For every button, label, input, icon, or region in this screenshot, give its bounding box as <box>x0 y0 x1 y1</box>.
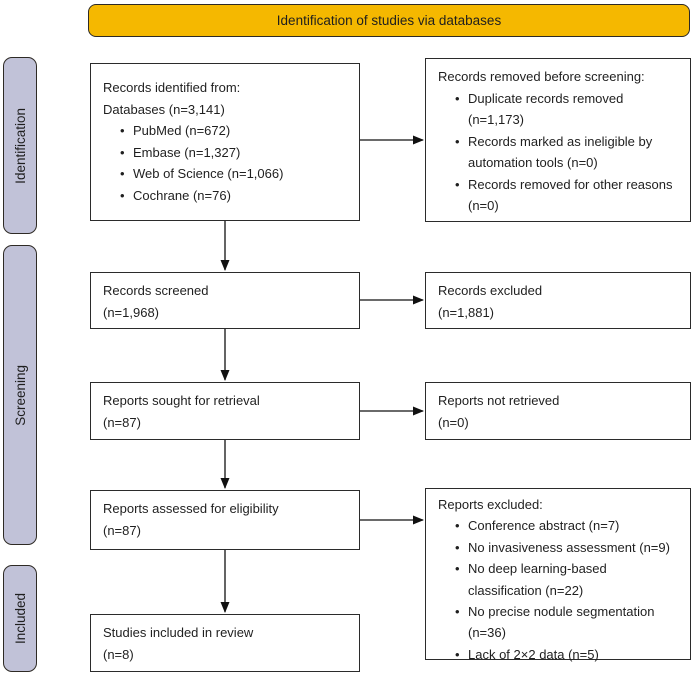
bullet-item: Duplicate records removed (n=1,173) <box>455 88 679 131</box>
box-text-line: Reports not retrieved <box>438 393 560 408</box>
box-reports-excluded: Reports excluded: Conference abstract (n=… <box>425 488 691 666</box>
bullet-item: PubMed (n=672) <box>120 120 348 142</box>
box-text-line: Records identified from: <box>103 80 241 95</box>
box-text-line: (n=8) <box>103 646 134 662</box>
bullet-item: No precise nodule segmentation (n=36) <box>455 601 679 644</box>
stage-label-included: Included <box>3 565 37 672</box>
bullet-list: PubMed (n=672)Embase (n=1,327)Web of Sci… <box>103 120 348 206</box>
stage-label-screening: Screening <box>3 245 37 545</box>
banner-identification-via-databases: Identification of studies via databases <box>88 4 690 37</box>
box-text-line: Studies included in review <box>103 625 254 640</box>
box-text-line: (n=1,881) <box>438 304 495 320</box>
bullet-item: No deep learning-based classification (n… <box>455 558 679 601</box>
stage-text-included: Included <box>12 592 28 645</box>
bullet-item: Records removed for other reasons (n=0) <box>455 174 679 217</box>
box-records-removed-before-screening: Records removed before screening: Duplica… <box>425 58 691 222</box>
stage-label-identification: Identification <box>3 57 37 234</box>
bullet-item: Conference abstract (n=7) <box>455 515 679 537</box>
stage-text-identification: Identification <box>12 107 28 184</box>
box-text-line: (n=1,968) <box>103 304 160 320</box>
box-text-line: Records screened <box>103 283 209 298</box>
bullet-list: Duplicate records removed (n=1,173)Recor… <box>438 88 679 217</box>
bullet-item: Lack of 2×2 data (n=5) <box>455 644 679 666</box>
bullet-item: Embase (n=1,327) <box>120 142 348 164</box>
box-records-screened: Records screened (n=1,968) <box>90 272 360 329</box>
box-reports-assessed-for-eligibility: Reports assessed for eligibility (n=87) <box>90 490 360 550</box>
bullet-item: Web of Science (n=1,066) <box>120 163 348 185</box>
box-studies-included-in-review: Studies included in review (n=8) <box>90 614 360 672</box>
bullet-item: No invasiveness assessment (n=9) <box>455 537 679 559</box>
box-text-line: (n=87) <box>103 522 141 538</box>
bullet-item: Cochrane (n=76) <box>120 185 348 207</box>
box-records-excluded: Records excluded (n=1,881) <box>425 272 691 329</box>
box-text-line: Reports sought for retrieval <box>103 393 260 408</box>
box-text-line: (n=87) <box>103 414 141 430</box>
box-text-line: Reports assessed for eligibility <box>103 501 279 516</box>
box-text-line: Records removed before screening: <box>438 69 645 84</box>
bullet-list: Conference abstract (n=7)No invasiveness… <box>438 515 679 665</box>
box-text-line: Records excluded <box>438 283 543 298</box>
stage-text-screening: Screening <box>12 364 28 426</box>
box-reports-not-retrieved: Reports not retrieved (n=0) <box>425 382 691 440</box>
bullet-item: Records marked as ineligible by automati… <box>455 131 679 174</box>
box-records-identified: Records identified from: Databases (n=3,1… <box>90 63 360 221</box>
box-reports-sought-for-retrieval: Reports sought for retrieval (n=87) <box>90 382 360 440</box>
box-text-line: Reports excluded: <box>438 497 543 512</box>
box-text-line: (n=0) <box>438 414 469 430</box>
banner-label: Identification of studies via databases <box>276 13 502 28</box>
box-text-line: Databases (n=3,141) <box>103 101 225 117</box>
